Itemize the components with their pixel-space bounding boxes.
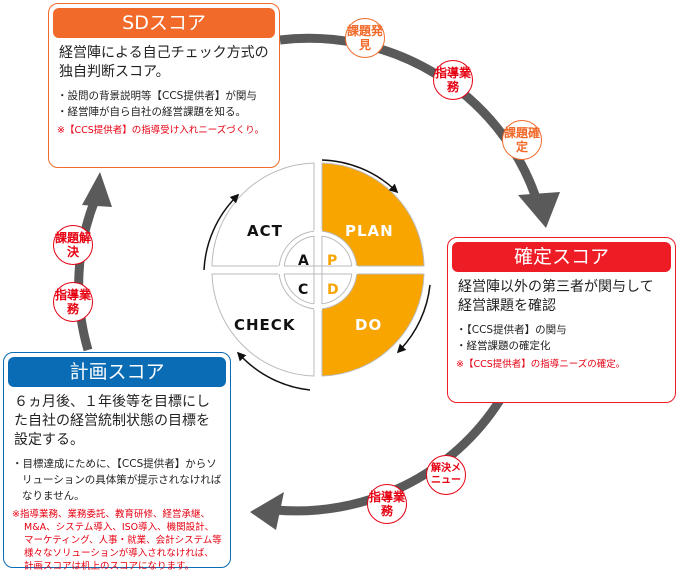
kakutei-note: ※【CCS提供者】の指導ニーズの確定。 <box>456 359 626 370</box>
letter-p: P <box>327 253 338 269</box>
arrowhead-left-icon <box>82 172 112 207</box>
cycle-arrow-check-icon <box>236 351 311 391</box>
arc-bottom <box>274 397 504 516</box>
label-check: CHECK <box>234 316 296 334</box>
bubble-kadai-kaiketsu: 課題解決 <box>53 225 93 265</box>
sd-score-box: SDスコア 経営陣による自己チェック方式の独自判断スコア。 ・設問の背景説明等【… <box>48 3 280 168</box>
letter-a: A <box>298 253 309 269</box>
kakutei-item: ・経営課題の確定化 <box>456 340 551 352</box>
arc-top <box>279 33 540 197</box>
bubble-kadai-kakutei: 課題確定 <box>502 120 542 160</box>
sd-item: ・設問の背景説明等【CCS提供者】が関与 <box>57 90 257 102</box>
keikaku-score-title: 計画スコア <box>8 357 226 387</box>
kakutei-item: ・【CCS提供者】の関与 <box>456 324 567 336</box>
keikaku-score-box: 計画スコア ６ヵ月後、１年後等を目標にした自社の経営統制状態の目標を設定する。 … <box>3 352 231 570</box>
kakutei-score-box: 確定スコア 経営陣以外の第三者が関与して経営課題を確認 ・【CCS提供者】の関与… <box>447 237 676 403</box>
arrowhead-top-icon <box>518 192 560 228</box>
kakutei-score-title: 確定スコア <box>452 242 671 272</box>
cycle-arrow-act-icon <box>203 193 240 271</box>
arc-left <box>74 198 100 352</box>
keikaku-note: ※指導業務、業務委託、教育研修、経営承継、M&A、システム導入、ISO導入、機関… <box>12 509 222 570</box>
pdca-wheel <box>211 162 425 377</box>
bubble-kadai-hakken: 課題発見 <box>345 18 385 58</box>
keikaku-item: ・目標達成にために、【CCS提供者】からソリューションの具体策が提示されなければ… <box>12 458 222 502</box>
sd-lead: 経営陣による自己チェック方式の独自判断スコア。 <box>59 45 269 80</box>
bubble-shido-2: 指導業務 <box>367 484 407 524</box>
label-plan: PLAN <box>345 222 394 240</box>
arrowhead-bottom-icon <box>250 492 284 530</box>
bubble-kaiketsu-menu: 解決メニュー <box>426 455 466 495</box>
keikaku-lead: ６ヵ月後、１年後等を目標にした自社の経営統制状態の目標を設定する。 <box>14 394 210 448</box>
sd-score-title: SDスコア <box>53 8 275 38</box>
letter-c: C <box>298 282 309 298</box>
label-do: DO <box>355 316 383 334</box>
bubble-shido-3: 指導業務 <box>53 282 93 322</box>
bubble-shido-1: 指導業務 <box>433 60 473 100</box>
letter-d: D <box>327 282 339 298</box>
cycle-arrow-plan-icon <box>321 159 399 194</box>
label-act: ACT <box>247 222 283 240</box>
cycle-arrow-do-icon <box>396 284 431 354</box>
sd-item: ・経営陣が自ら自社の経営課題を知る。 <box>57 106 246 118</box>
kakutei-lead: 経営陣以外の第三者が関与して経営課題を確認 <box>458 279 654 314</box>
sd-note: ※【CCS提供者】の指導受け入れニーズづくり。 <box>57 125 265 136</box>
